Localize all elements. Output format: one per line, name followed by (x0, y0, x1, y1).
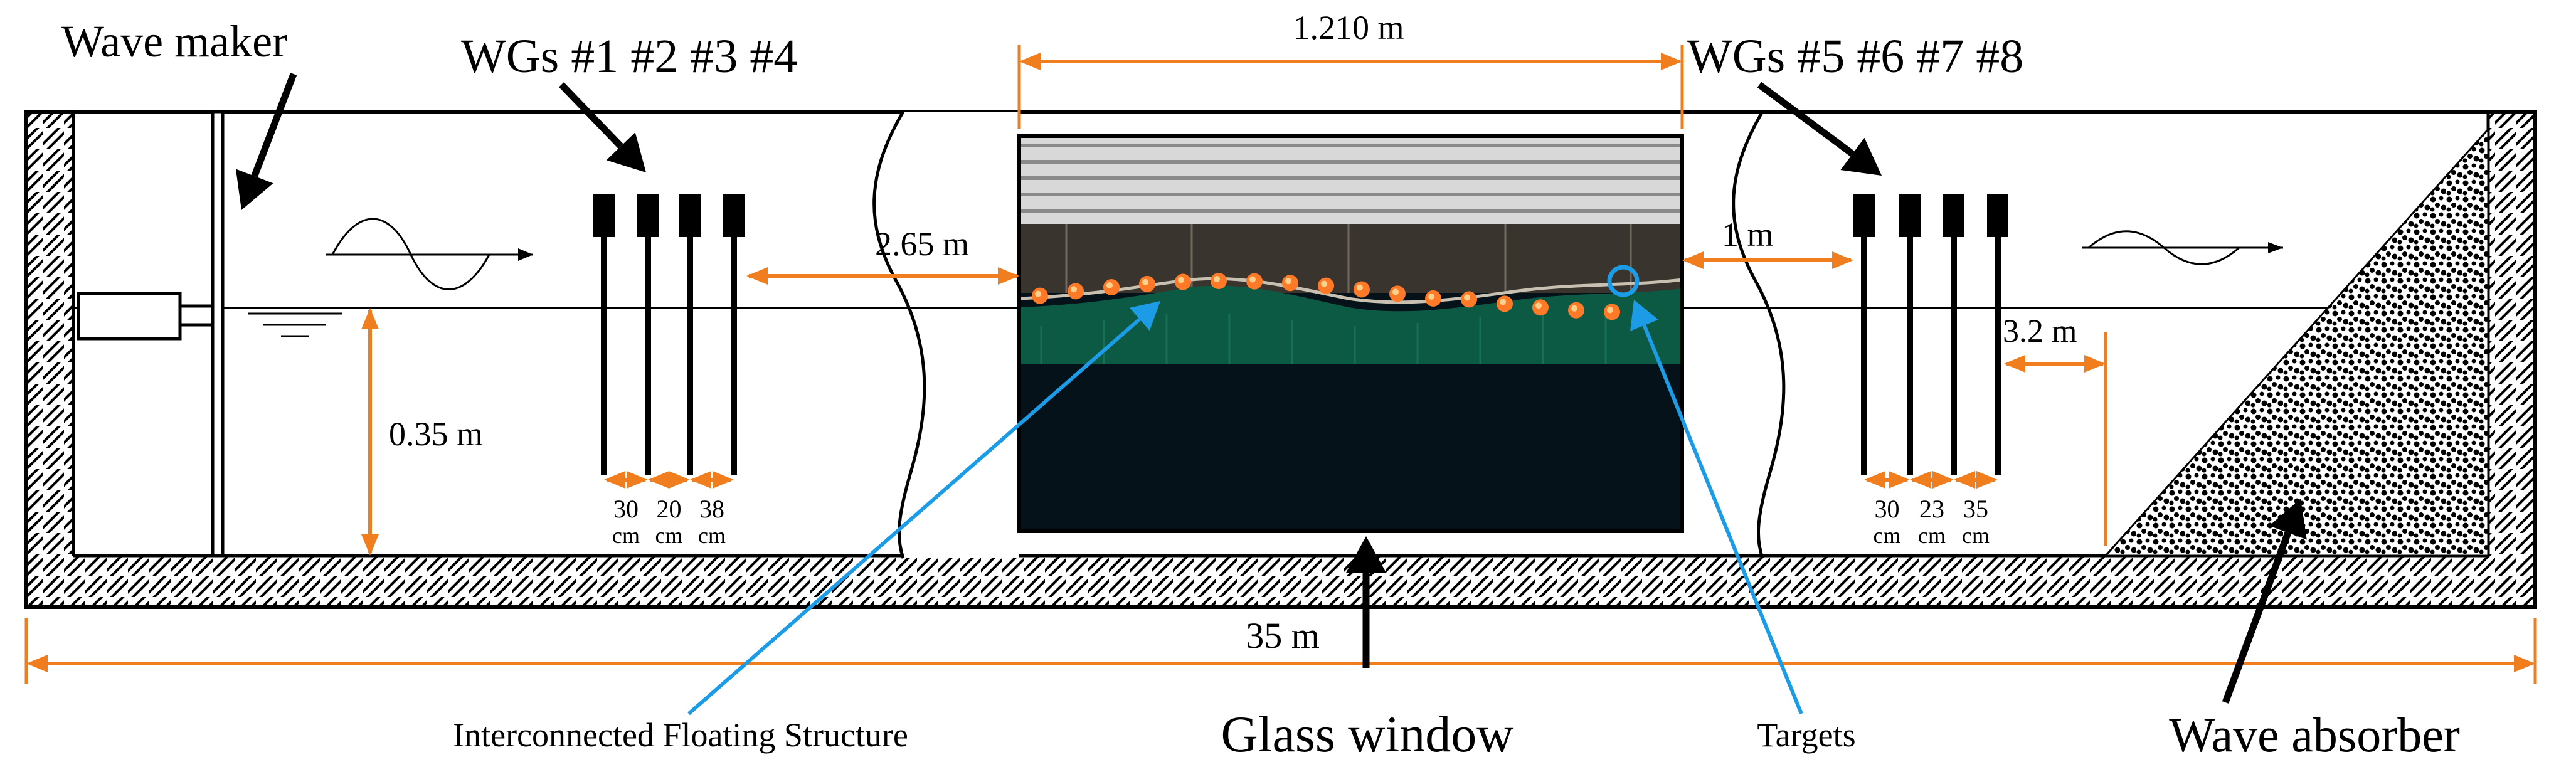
wave-gauge-left-1 (593, 194, 615, 475)
spacing-left-unit-1: cm (612, 523, 640, 548)
spacing-right-value-2: 23 (1919, 495, 1944, 523)
float-target (1461, 291, 1477, 308)
window-width-arrow (1019, 53, 1682, 70)
total-length-arrow (26, 655, 2535, 672)
wave-gauge-right-1 (1853, 194, 1875, 475)
absorber-gap-label: 3.2 m (2003, 314, 2077, 349)
left-wall (28, 114, 73, 605)
wave-maker-label: Wave maker (61, 16, 287, 66)
structure-label: Interconnected Floating Structure (453, 716, 908, 754)
wave-maker (77, 110, 225, 558)
float-target (1246, 273, 1263, 290)
wgs-left-pointer (559, 82, 646, 172)
wave-absorber (2103, 127, 2489, 557)
wave-gauge-left-2 (637, 194, 659, 475)
spacing-left-arrow-2 (648, 471, 690, 489)
float-target (1211, 273, 1227, 290)
wave-absorber-label: Wave absorber (2169, 707, 2460, 762)
break-line-right (1732, 110, 1786, 559)
float-target (1354, 281, 1370, 298)
wave-maker-pointer (235, 73, 297, 210)
float-target (1389, 285, 1406, 302)
float-target (1032, 287, 1048, 304)
total-length-label: 35 m (1246, 615, 1320, 656)
float-target (1175, 273, 1191, 290)
water-level-symbol (248, 312, 342, 337)
spacing-left-arrow-3 (690, 471, 734, 489)
float-target (1318, 277, 1334, 294)
spacing-left-arrow-1 (604, 471, 648, 489)
spacing-right-unit-1: cm (1874, 523, 1901, 548)
targets-label: Targets (1757, 716, 1855, 754)
glass-window-photo (1019, 136, 1682, 531)
right-wall (2488, 114, 2533, 605)
water-depth-label: 0.35 m (389, 415, 483, 453)
spacing-left-value-2: 20 (657, 495, 682, 523)
gap-left-label: 2.65 m (875, 225, 969, 263)
break-line-left (872, 110, 926, 559)
float-target (1103, 278, 1120, 295)
glass-window-label: Glass window (1221, 706, 1514, 763)
spacing-right-unit-3: cm (1962, 523, 1990, 548)
spacing-left-value-1: 30 (613, 495, 639, 523)
targets-pointer (1630, 300, 1803, 715)
float-target (1532, 299, 1549, 316)
float-target (1497, 295, 1513, 312)
float-target (1068, 283, 1084, 300)
wave-gauge-right-3 (1943, 194, 1964, 475)
transmitted-wave-icon (2082, 230, 2283, 265)
target-highlight-circle (1607, 265, 1640, 297)
spacing-right-arrow-2 (1910, 471, 1954, 489)
structure-pointer (687, 301, 1160, 716)
gap-right-arrow (1682, 251, 1853, 269)
float-target (1604, 304, 1620, 320)
wgs-right-label: WGs #5 #6 #7 #8 (1687, 30, 2023, 83)
float-target (1139, 275, 1155, 292)
wave-gauge-right-4 (1987, 194, 2008, 475)
spacing-right-value-3: 35 (1963, 495, 1988, 523)
wave-gauge-left-4 (723, 194, 745, 475)
water-depth-arrow (361, 308, 379, 556)
spacing-right-value-1: 30 (1875, 495, 1900, 523)
spacing-left-value-3: 38 (699, 495, 724, 523)
wave-gauge-left-3 (679, 194, 701, 475)
float-target (1425, 290, 1441, 307)
gap-right-label: 1 m (1722, 216, 1774, 253)
window-width-label: 1.210 m (1293, 9, 1404, 46)
incident-wave-icon (326, 218, 533, 290)
float-target (1568, 302, 1584, 319)
wave-absorber-pointer (2222, 499, 2307, 704)
float-target (1282, 275, 1298, 292)
spacing-left-unit-3: cm (698, 523, 726, 548)
absorber-gap-arrow (2004, 355, 2106, 373)
spacing-left-unit-2: cm (655, 523, 683, 548)
spacing-right-arrow-3 (1954, 471, 1998, 489)
spacing-right-arrow-1 (1864, 471, 1910, 489)
wave-gauge-right-2 (1899, 194, 1921, 475)
gap-left-arrow (746, 267, 1019, 285)
wgs-left-label: WGs #1 #2 #3 #4 (461, 30, 797, 83)
wgs-right-pointer (1757, 82, 1882, 176)
spacing-right-unit-2: cm (1918, 523, 1946, 548)
glass-window-pointer (1346, 536, 1386, 668)
tank-floor (28, 556, 2533, 605)
